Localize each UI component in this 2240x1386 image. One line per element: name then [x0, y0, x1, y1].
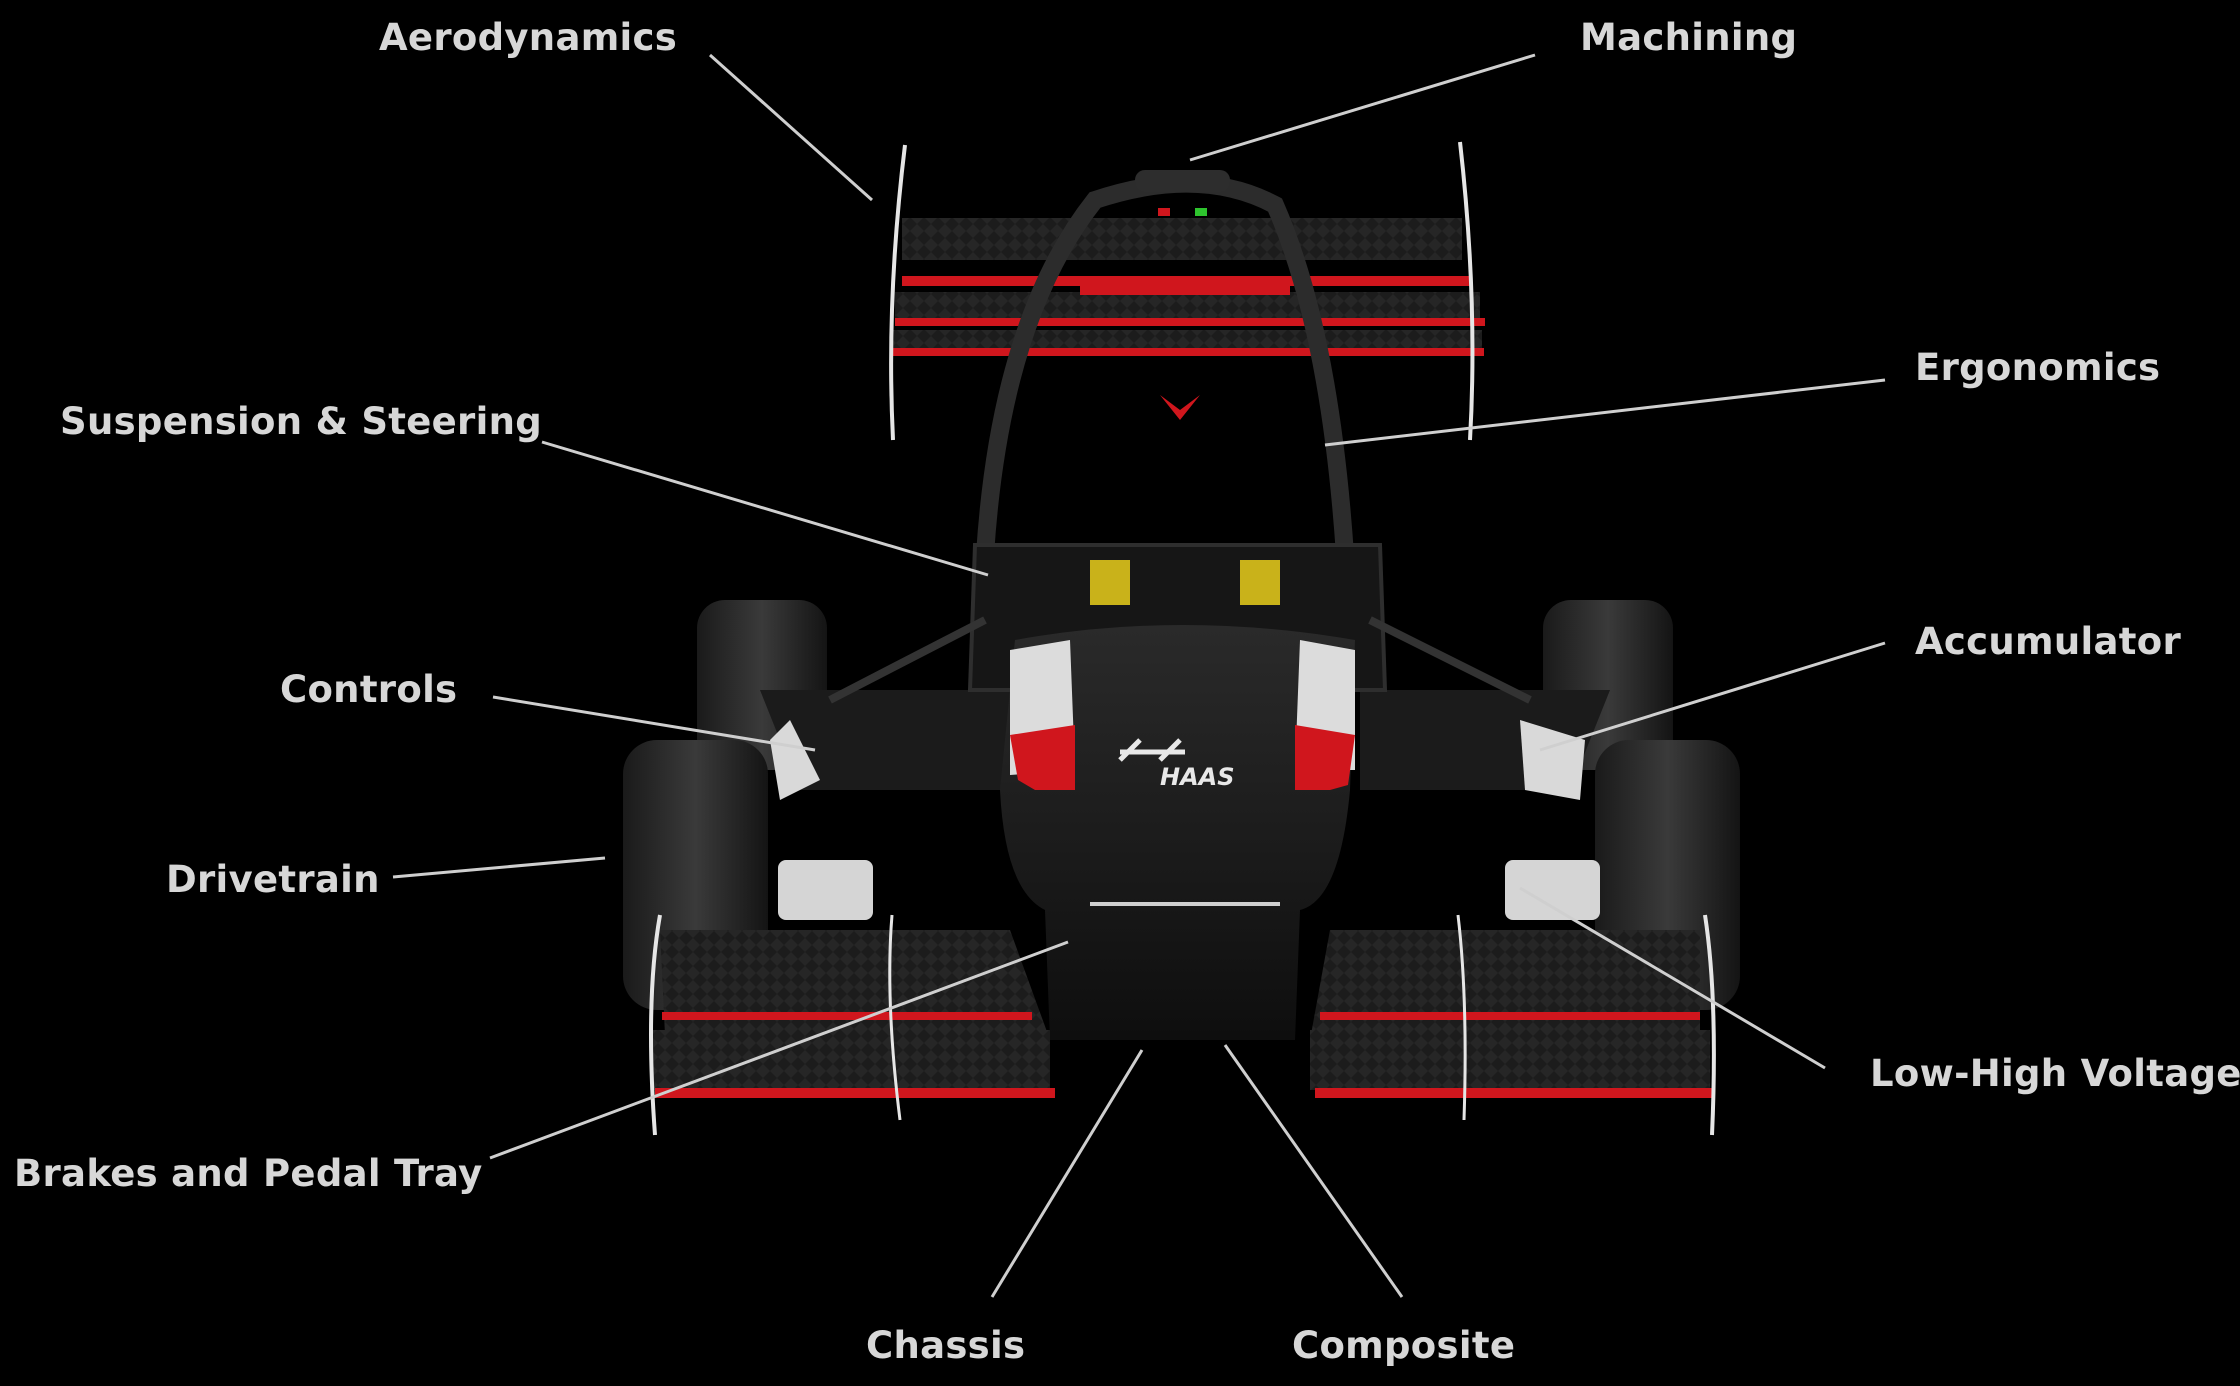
leader-chassis [990, 1049, 1144, 1298]
front-wing [649, 914, 1716, 1136]
rear-wing [889, 141, 1485, 441]
leader-accumulator [1539, 641, 1886, 752]
leader-suspension-steering [541, 440, 989, 577]
leader-aerodynamics [708, 53, 874, 202]
leader-low-high-voltage [1519, 886, 1826, 1070]
nose-cone: HAAS [1000, 625, 1355, 1040]
leader-ergonomics [1324, 378, 1886, 447]
leader-lines [392, 53, 1886, 1298]
callout-composite[interactable]: Composite [1292, 1324, 1516, 1367]
callout-controls[interactable]: Controls [280, 668, 458, 711]
callout-drivetrain[interactable]: Drivetrain [166, 858, 380, 901]
callout-low-high-voltage[interactable]: Low-High Voltage [1870, 1052, 2240, 1095]
leader-drivetrain [392, 856, 606, 879]
haas-logo: HAAS [1160, 763, 1235, 791]
leader-composite [1223, 1044, 1404, 1298]
leader-machining [1189, 53, 1536, 162]
callout-brakes-pedal-tray[interactable]: Brakes and Pedal Tray [14, 1152, 483, 1195]
roll-hoop [976, 170, 1354, 556]
callout-accumulator[interactable]: Accumulator [1915, 620, 2182, 663]
callout-aerodynamics[interactable]: Aerodynamics [379, 16, 678, 59]
leader-brakes-pedal-tray [489, 940, 1069, 1160]
leader-controls [492, 695, 816, 752]
callout-chassis[interactable]: Chassis [866, 1324, 1026, 1367]
callout-ergonomics[interactable]: Ergonomics [1915, 346, 2161, 389]
callout-machining[interactable]: Machining [1580, 16, 1798, 59]
callout-suspension-steering[interactable]: Suspension & Steering [60, 400, 543, 443]
